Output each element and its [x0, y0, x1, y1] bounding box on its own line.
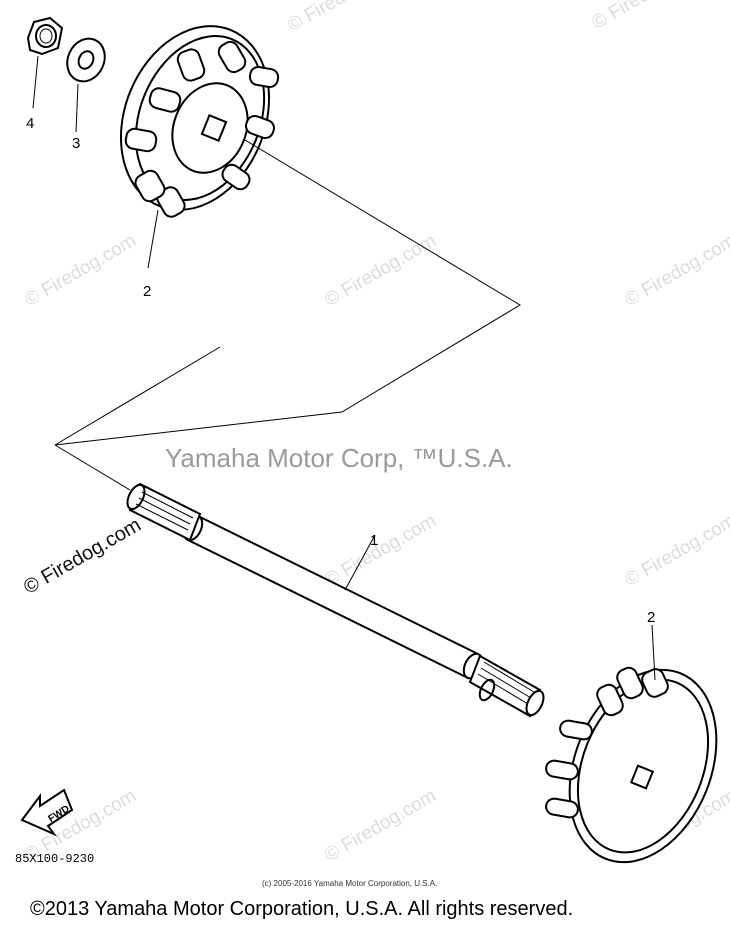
- callout-nut: 4: [26, 115, 34, 132]
- callout-shaft: 1: [370, 532, 378, 549]
- watermark: © Firedog.com: [21, 230, 140, 311]
- watermark: © Firedog.com: [321, 785, 440, 866]
- watermark-dark: © Firedog.com: [20, 514, 145, 599]
- watermark: © Firedog.com: [589, 0, 708, 34]
- impeller-top-part: [119, 25, 280, 269]
- callout-impeller-bottom: 2: [647, 609, 655, 626]
- shaft-part: [126, 482, 545, 718]
- alignment-guide: [54, 139, 521, 491]
- nut-part: [26, 16, 64, 109]
- watermark: © Firedog.com: [321, 510, 440, 591]
- impeller-bottom-part: [545, 624, 718, 864]
- small-copyright: (c) 2005-2016 Yamaha Motor Corporation, …: [262, 879, 437, 888]
- watermark: © Firedog.com: [621, 510, 730, 591]
- footer-copyright: ©2013 Yamaha Motor Corporation, U.S.A. A…: [30, 898, 573, 920]
- diagram-code: 85X100-9230: [15, 852, 94, 866]
- manufacturer-mark: Yamaha Motor Corp, ™U.S.A.: [165, 443, 513, 473]
- callout-impeller-top: 2: [143, 283, 151, 300]
- watermark: © Firedog.com: [321, 230, 440, 311]
- callout-washer: 3: [72, 135, 80, 152]
- washer-part: [66, 37, 106, 133]
- watermark: © Firedog.com: [621, 230, 730, 311]
- watermark: © Firedog.com: [284, 0, 403, 36]
